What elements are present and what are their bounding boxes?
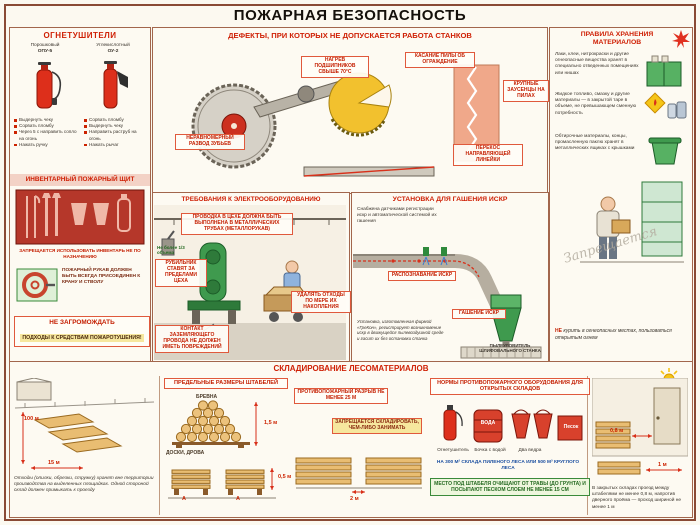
divider [159, 376, 160, 515]
electrical-title: ТРЕБОВАНИЯ К ЭЛЕКТРООБОРУДОВАНИЮ [181, 196, 321, 203]
yard-note: Отходы (опилки, обрезки, стружку) хранят… [14, 476, 154, 494]
electrical-label-waste: УДАЛЯТЬ ОТХОДЫ ПО МЕРЕ ИХ НАКОПЛЕНИЯ [291, 291, 351, 313]
defect-label-burrs: КРУПНЫЕ ЗАУСЕНЦЫ НА ПИЛАХ [503, 80, 549, 102]
electrical-panel: ТРЕБОВАНИЯ К ЭЛЕКТРООБОРУДОВАНИЮ ПРОВОДК… [152, 192, 351, 363]
storage-rules-title: ПРАВИЛА ХРАНЕНИЯ МАТЕРИАЛОВ [580, 31, 654, 46]
keep-clear-rest: ПОДХОДЫ К СРЕДСТВАМ ПОЖАРОТУШЕНИЯ! [20, 334, 144, 342]
hose-reel-icon [16, 268, 58, 302]
storage-rules-panel: ПРАВИЛА ХРАНЕНИЯ МАТЕРИАЛОВ Лаки, клеи, … [549, 27, 693, 363]
spark-unit-intro: Снабжена датчиками регистрации искр и ав… [357, 207, 437, 225]
keep-clear-warning-box: НЕ ЗАГРОМОЖДАТЬ ПОДХОДЫ К СРЕДСТВАМ ПОЖА… [14, 316, 150, 347]
electrical-label-switch: РУБИЛЬНИК СТАВЯТ ЗА ПРЕДЕЛАМИ ЦЕХА [155, 259, 207, 287]
co2-step: Сорвать пломбу [84, 117, 146, 123]
machine-defects-illustration [191, 64, 500, 177]
spark-detect-label: РАСПОЗНАВАНИЕ ИСКР [388, 271, 456, 281]
storage-cabinet-icon [646, 55, 682, 87]
board-stack-height-dim: 0,5 м [278, 474, 292, 480]
divider [587, 376, 588, 515]
logs-label: БРЕВНА [196, 394, 218, 400]
starburst-icon [672, 30, 690, 48]
co2-extinguisher-type: Углекислотный ОУ-2 [96, 43, 130, 55]
fire-equipment-icons [443, 405, 583, 443]
closed-aisle-dim: 0,8 м [610, 428, 624, 434]
board-stacks-icon [168, 468, 276, 499]
stack-limits-title: ПРЕДЕЛЬНЫЕ РАЗМЕРЫ ШТАБЕЛЕЙ [164, 378, 288, 389]
storage-rule-item: Жидкое топливо, смазку и другие материал… [555, 92, 637, 116]
co2-step: Нажать рычаг [84, 142, 146, 148]
keep-clear-lead: НЕ ЗАГРОМОЖДАТЬ [49, 319, 115, 326]
timber-yard-illustration [14, 378, 155, 470]
no-smoking-rest: курить в огнеопасных местах, пользоватьс… [555, 328, 672, 341]
defect-label-blade-touch: КАСАНИЕ ПИЛЫ ОБ ОГРАЖДЕНИЕ [405, 52, 475, 68]
boards-label: ДОСКИ, ДРОВА [166, 450, 205, 456]
log-stack-icon [172, 400, 258, 448]
sand-box-label: Песок [563, 424, 579, 430]
stack-gap-dim: 2 м [350, 496, 359, 502]
waste-bin-icon [648, 137, 682, 165]
buckets-caption: Два ведра [518, 448, 542, 453]
stack-a-dim: А [236, 496, 240, 502]
no-smoking-note: НЕ курить в огнеопасных местах, пользова… [555, 328, 687, 341]
timber-title: СКЛАДИРОВАНИЕ ЛЕСОМАТЕРИАЛОВ [273, 364, 429, 373]
norms-title: НОРМЫ ПРОТИВОПОЖАРНОГО ОБОРУДОВАНИЯ ДЛЯ … [430, 378, 590, 395]
log-stack-height-dim: 1,5 м [264, 420, 278, 426]
stack-a-dim: А [182, 496, 186, 502]
stack-rows-icon [295, 457, 422, 494]
dust-collector-label: ПЫЛЕУЛОВИТЕЛЬ ШЛИФОВАЛЬНОГО СТАНКА [479, 343, 541, 354]
spark-unit-note: Установка, изготовленная фирмой «ГреКон»… [357, 319, 444, 342]
electrical-label-wiring: ПРОВОДКА В ЦЕХЕ ДОЛЖНА БЫТЬ ВЫПОЛНЕНА В … [181, 213, 293, 235]
no-block-label: ЗАПРЕЩАЕТСЯ СКЛАДИРОВАТЬ, ЧЕМ-ЛИБО ЗАНИМ… [332, 418, 422, 434]
spark-unit-title: УСТАНОВКА ДЛЯ ГАШЕНИЯ ИСКР [392, 196, 508, 203]
timber-panel: СКЛАДИРОВАНИЕ ЛЕСОМАТЕРИАЛОВ 100 м 15 м … [9, 361, 693, 518]
powder-step: Нажать ручку [14, 142, 78, 148]
fire-shield-icon [15, 189, 145, 245]
powder-step: Выдернуть чеку [14, 117, 78, 123]
electrical-label-ground: КОНТАКТ ЗАЗЕМЛЯЮЩЕГО ПРОВОДА НЕ ДОЛЖЕН И… [155, 325, 229, 353]
co2-step: Направить раструб на огонь [84, 129, 146, 141]
closed-warehouse-illustration [592, 378, 688, 475]
yard-width-dim: 15 м [48, 460, 60, 466]
water-barrel-label: ВОДА [480, 420, 496, 426]
extinguishers-title: ОГНЕТУШИТЕЛИ [43, 31, 117, 40]
defect-label-fence-skew: ПЕРЕКОС НАПРАВЛЯЮЩЕЙ ЛИНЕЙКИ [453, 144, 523, 166]
barrel-caption: Бочка с водой [474, 448, 506, 453]
fuel-cans-icon [644, 92, 687, 119]
closed-door-dim: 1 м [658, 462, 667, 468]
co2-step: Выдернуть чеку [84, 123, 146, 129]
spark-unit-panel: УСТАНОВКА ДЛЯ ГАШЕНИЯ ИСКР Снабжена датч… [351, 192, 549, 363]
poster-title: ПОЖАРНАЯ БЕЗОПАСНОСТЬ [233, 7, 467, 24]
shield-no-misuse-warning: ЗАПРЕЩАЕТСЯ ИСПОЛЬЗОВАТЬ ИНВЕНТАРЬ НЕ ПО… [19, 248, 141, 259]
defect-label-bearing-heat: НАГРЕВ ПОДШИПНИКОВ СВЫШЕ 70°С [301, 56, 369, 78]
co2-steps-list: Сорвать пломбу Выдернуть чеку Направить … [84, 117, 146, 148]
no-smoking-lead: НЕ [555, 328, 562, 334]
yard-length-dim: 100 м [24, 416, 39, 422]
hose-note: ПОЖАРНЫЙ РУКАВ ДОЛЖЕН БЫТЬ ВСЕГДА ПРИСОЕ… [62, 268, 141, 286]
closed-warehouse-note: В закрытых складах проезд между штабелям… [592, 486, 682, 510]
bin-capacity-note: Не более 1/3 объема [157, 245, 185, 256]
spark-duct-illustration [353, 247, 542, 359]
fire-shield-title: ИНВЕНТАРНЫЙ ПОЖАРНЫЙ ЩИТ [10, 174, 150, 186]
powder-extinguisher-icon [36, 62, 62, 109]
powder-step: Сорвать пломбу [14, 123, 78, 129]
ground-prep-note: МЕСТО ПОД ШТАБЕЛЯ ОЧИЩАЮТ ОТ ТРАВЫ (ДО Г… [430, 478, 590, 496]
defects-panel: ДЕФЕКТЫ, ПРИ КОТОРЫХ НЕ ДОПУСКАЕТСЯ РАБО… [152, 27, 549, 194]
powder-extinguisher-type: Порошковый ОПУ-5 [30, 43, 60, 55]
powder-steps-list: Выдернуть чеку Сорвать пломбу Через 5 с … [14, 117, 78, 148]
norms-per-area-note: НА 300 м² СКЛАДА ПИЛЕНОГО ЛЕСА ИЛИ 500 м… [436, 460, 580, 471]
storage-rule-item: Лаки, клеи, нитрокраски и другие огнеопа… [555, 52, 639, 76]
spark-quench-label: ГАШЕНИЕ ИСКР [452, 309, 506, 319]
extinguishers-panel: ОГНЕТУШИТЕЛИ Порошковый ОПУ-5 Углекислот… [9, 27, 151, 363]
co2-extinguisher-icon [103, 61, 128, 109]
storage-rule-item: Обтирочные материалы, концы, промасленну… [555, 134, 635, 152]
extinguisher-caption: Огнетушитель [437, 448, 469, 453]
storekeeper-scene-icon [580, 181, 684, 263]
powder-step: Через 5 с направить сопло на огонь [14, 129, 78, 141]
defects-title: ДЕФЕКТЫ, ПРИ КОТОРЫХ НЕ ДОПУСКАЕТСЯ РАБО… [228, 31, 472, 40]
firebreak-label: ПРОТИВОПОЖАРНЫЙ РАЗРЫВ НЕ МЕНЕЕ 25 м [294, 388, 388, 404]
defect-label-tooth-set: НЕРАВНОМЕРНЫЙ РАЗВОД ЗУБЬЕВ [175, 134, 245, 150]
